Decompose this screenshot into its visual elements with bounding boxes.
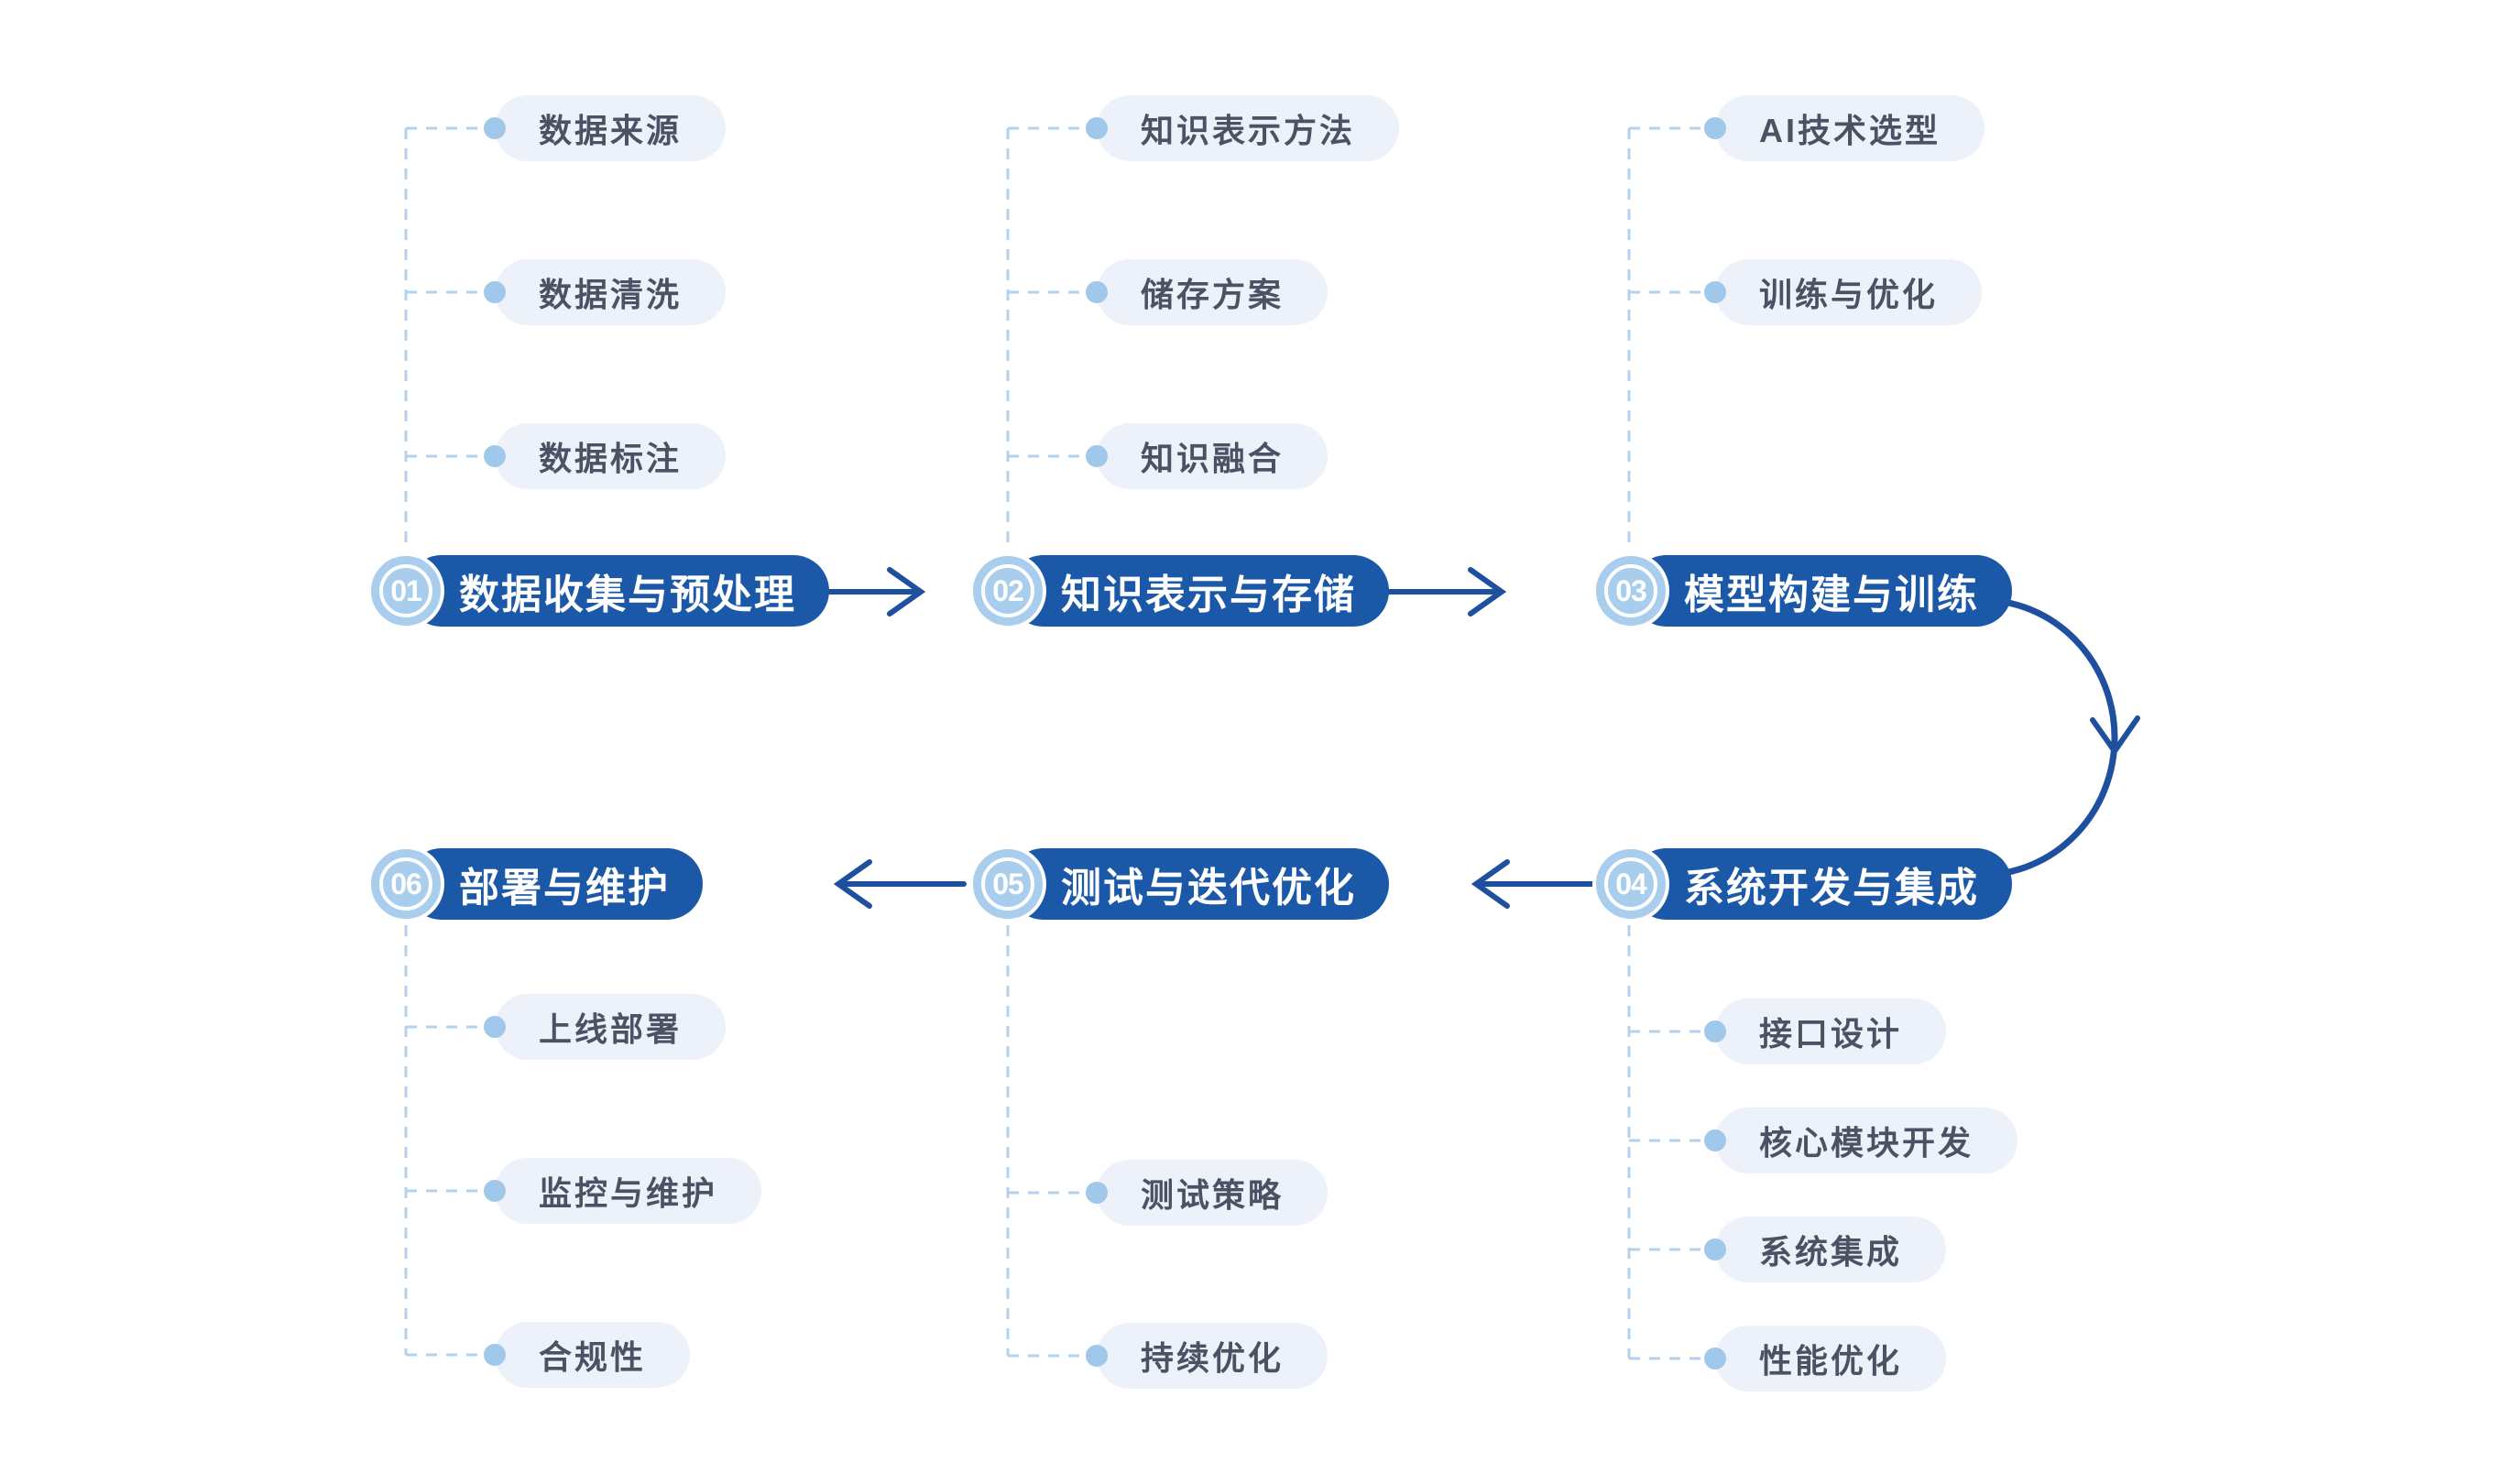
chip-storage-plan: 储存方案	[1097, 259, 1329, 325]
step-6-badge: 06	[367, 846, 444, 922]
chip-knowledge-fusion-label: 知识融合	[1141, 440, 1285, 477]
step-4-node: 系统开发与集成	[1631, 848, 2012, 920]
chip-interface-design: 接口设计	[1715, 998, 1947, 1064]
subtask-connector-step2	[1006, 126, 1086, 550]
step-4-title: 系统开发与集成	[1684, 866, 1979, 911]
chip-data-source: 数据来源	[495, 95, 727, 161]
chip-monitoring-maintenance-label: 监控与维护	[539, 1174, 718, 1212]
chip-data-source-label: 数据来源	[539, 112, 683, 149]
chip-compliance-label: 合规性	[539, 1338, 647, 1376]
step-3-badge: 03	[1592, 552, 1669, 629]
chip-core-module-dev: 核心模块开发	[1715, 1108, 2018, 1173]
chip-knowledge-fusion: 知识融合	[1097, 423, 1329, 489]
chip-performance-optimization-label: 性能优化	[1759, 1342, 1903, 1380]
step-3-number: 03	[1604, 564, 1657, 617]
step-5-number: 05	[981, 857, 1034, 911]
chip-performance-optimization: 性能优化	[1715, 1326, 1947, 1391]
step-3-node: 模型构建与训练	[1631, 555, 2012, 627]
step-5-node: 测试与迭代优化	[1008, 848, 1389, 920]
step-6-title: 部署与维护	[459, 866, 670, 911]
step-1-node: 数据收集与预处理	[406, 555, 829, 627]
step-1-number: 01	[379, 564, 432, 617]
subtask-connector-step3	[1627, 126, 1704, 550]
step-1-title: 数据收集与预处理	[459, 573, 796, 617]
arrow-step2-step3	[1380, 567, 1507, 617]
step-5-title: 测试与迭代优化	[1061, 866, 1356, 911]
step-3-title: 模型构建与训练	[1684, 573, 1979, 617]
step-1-badge: 01	[367, 552, 444, 629]
step-2-number: 02	[981, 564, 1034, 617]
chip-compliance: 合规性	[495, 1322, 691, 1388]
step-2-badge: 02	[969, 552, 1046, 629]
subtask-connector-step1	[404, 126, 484, 550]
subtask-connector-step6	[404, 925, 484, 1357]
chip-data-labeling: 数据标注	[495, 423, 727, 489]
chip-data-cleaning-label: 数据清洗	[539, 276, 683, 313]
step-2-title: 知识表示与存储	[1061, 573, 1356, 617]
chip-storage-plan-label: 储存方案	[1141, 276, 1285, 313]
subtask-connector-step5	[1006, 925, 1086, 1358]
arc-step3-step4	[1978, 596, 2140, 878]
step-4-number: 04	[1604, 857, 1657, 911]
chip-online-deployment: 上线部署	[495, 994, 727, 1060]
arrow-step1-step2	[818, 567, 926, 617]
chip-monitoring-maintenance: 监控与维护	[495, 1158, 762, 1224]
chip-data-cleaning: 数据清洗	[495, 259, 727, 325]
arrow-step5-step6	[833, 859, 967, 909]
arrow-step4-step5	[1471, 859, 1595, 909]
chip-online-deployment-label: 上线部署	[539, 1010, 683, 1048]
chip-knowledge-representation-label: 知识表示方法	[1141, 112, 1356, 149]
chip-ai-tech-selection-label: AI技术选型	[1759, 112, 1941, 149]
chip-data-labeling-label: 数据标注	[539, 440, 683, 477]
subtask-connector-step4	[1627, 925, 1704, 1360]
chip-training-optimization-label: 训练与优化	[1759, 276, 1939, 313]
step-6-number: 06	[379, 857, 432, 911]
chip-core-module-dev-label: 核心模块开发	[1759, 1124, 1974, 1162]
step-6-node: 部署与维护	[406, 848, 703, 920]
chip-test-strategy: 测试策略	[1097, 1160, 1329, 1226]
chip-system-integration-label: 系统集成	[1759, 1233, 1903, 1271]
chip-test-strategy-label: 测试策略	[1141, 1176, 1285, 1214]
chip-interface-design-label: 接口设计	[1759, 1015, 1903, 1053]
chip-system-integration: 系统集成	[1715, 1217, 1947, 1282]
chip-continuous-optimization: 持续优化	[1097, 1323, 1329, 1389]
chip-training-optimization: 训练与优化	[1715, 259, 1983, 325]
step-2-node: 知识表示与存储	[1008, 555, 1389, 627]
step-5-badge: 05	[969, 846, 1046, 922]
chip-continuous-optimization-label: 持续优化	[1141, 1339, 1285, 1377]
chip-ai-tech-selection: AI技术选型	[1715, 95, 1985, 161]
chip-knowledge-representation: 知识表示方法	[1097, 95, 1400, 161]
step-4-badge: 04	[1592, 846, 1669, 922]
